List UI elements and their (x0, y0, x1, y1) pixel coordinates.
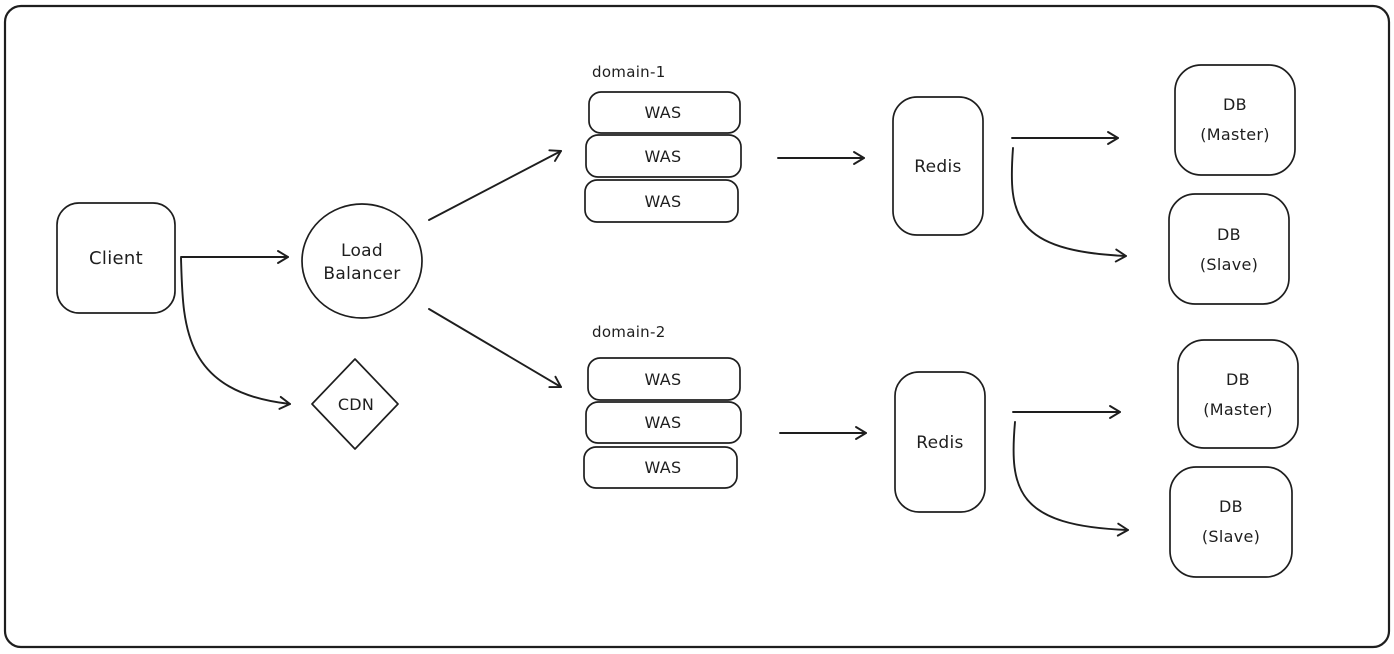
edge-load-balancer-to-domain1 (428, 149, 562, 221)
edge-redis1-to-db-slave1 (1010, 147, 1127, 263)
redis2-label: Redis (916, 433, 963, 453)
db-master2-node: DB (Master) (1177, 339, 1299, 449)
domain1-group: domain-1 WAS WAS WAS (584, 63, 742, 223)
redis1-node: Redis (892, 96, 984, 236)
db-slave2-node: DB (Slave) (1169, 466, 1293, 578)
load-balancer-label-line2: Balancer (323, 264, 400, 284)
load-balancer-circle (301, 203, 423, 319)
edge-client-to-cdn (180, 257, 291, 410)
db-slave2-label-line1: DB (1219, 497, 1243, 516)
edge-redis2-to-db-slave2 (1012, 421, 1129, 537)
db-slave2-label-line2: (Slave) (1202, 527, 1260, 546)
domain2-was3-label: WAS (645, 458, 682, 477)
cdn-diamond (311, 358, 399, 450)
load-balancer-node: Load Balancer (301, 203, 423, 319)
db-master2-box (1177, 339, 1299, 449)
domain2-was2-label: WAS (645, 413, 682, 432)
db-slave2-box (1169, 466, 1293, 578)
db-slave1-node: DB (Slave) (1168, 193, 1290, 305)
db-master2-label-line1: DB (1226, 370, 1250, 389)
diagram-frame (3, 4, 1391, 649)
redis1-box (892, 96, 984, 236)
domain2-was1-box (587, 357, 741, 401)
client-box (56, 202, 176, 314)
domain1-was2-label: WAS (645, 147, 682, 166)
db-master1-box (1174, 64, 1296, 176)
domain2-was1-label: WAS (645, 370, 682, 389)
db-slave1-label-line2: (Slave) (1200, 255, 1258, 274)
domain1-label: domain-1 (592, 63, 666, 81)
db-master1-label-line2: (Master) (1200, 125, 1270, 144)
domain2-was2-box (585, 401, 742, 444)
db-master1-node: DB (Master) (1174, 64, 1296, 176)
redis2-box (894, 371, 986, 513)
redis2-node: Redis (894, 371, 986, 513)
db-master1-label-line1: DB (1223, 95, 1247, 114)
domain1-was2-box (585, 134, 742, 178)
cdn-node: CDN (311, 358, 399, 450)
db-master2-label-line2: (Master) (1203, 400, 1273, 419)
client-node: Client (56, 202, 176, 314)
domain1-was3-label: WAS (645, 192, 682, 211)
domain1-was1-box (588, 91, 741, 134)
db-slave1-label-line1: DB (1217, 225, 1241, 244)
client-label: Client (89, 248, 143, 269)
domain1-was1-label: WAS (645, 103, 682, 122)
domain1-was3-box (584, 179, 739, 223)
redis1-label: Redis (914, 157, 961, 177)
edge-load-balancer-to-domain2 (428, 308, 562, 389)
cdn-label: CDN (338, 395, 374, 414)
domain2-group: domain-2 WAS WAS WAS (583, 323, 742, 489)
domain2-was3-box (583, 446, 738, 489)
domain2-label: domain-2 (592, 323, 666, 341)
db-slave1-box (1168, 193, 1290, 305)
load-balancer-label-line1: Load (341, 241, 383, 261)
edges (180, 131, 1129, 537)
